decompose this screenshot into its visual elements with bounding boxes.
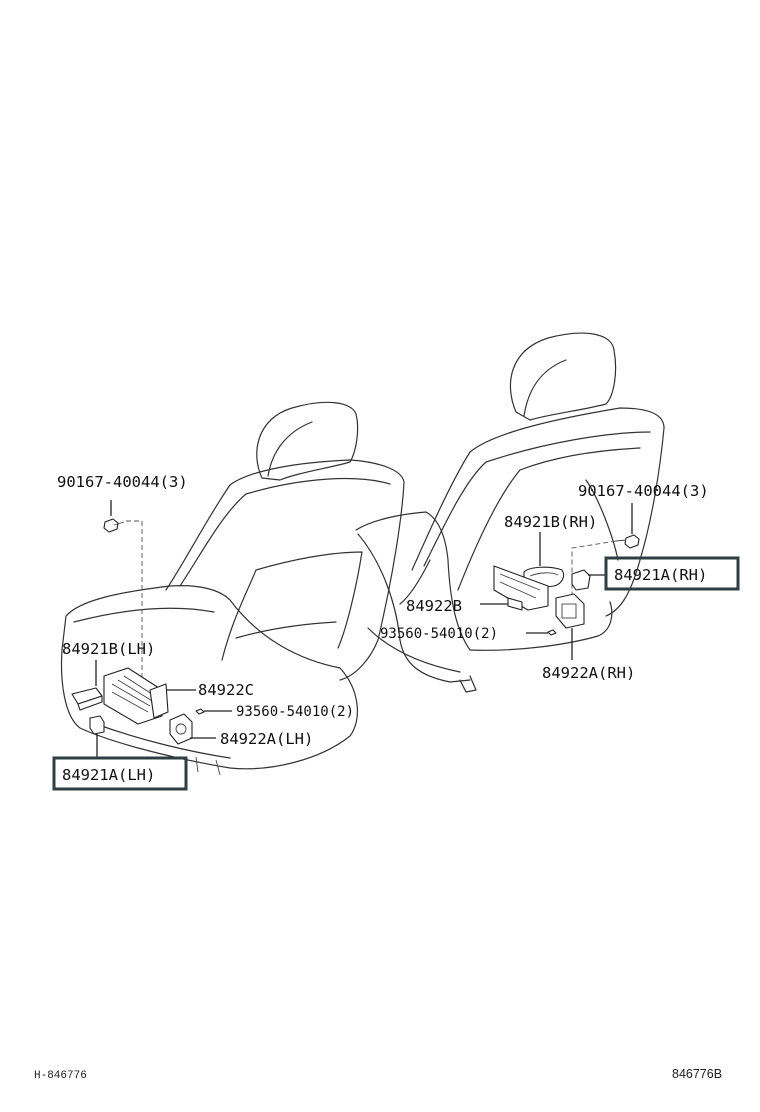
label-bolt-left[interactable]: 90167-40044(3) — [57, 473, 188, 491]
label-bracket-c[interactable]: 84922C — [198, 681, 254, 699]
left-bracket-a-icon — [169, 713, 193, 745]
left-bracket-c-icon — [103, 667, 169, 725]
left-bolt-dash-line — [126, 520, 143, 690]
left-bolt-icon — [103, 518, 125, 533]
label-bracket-a-lh[interactable]: 84922A(LH) — [220, 730, 313, 748]
label-bolt-right[interactable]: 90167-40044(3) — [578, 482, 709, 500]
left-seat-cover-b-icon — [71, 687, 103, 711]
right-cover-a-icon — [571, 569, 591, 591]
right-bracket-b-icon — [493, 565, 549, 611]
footer-left-code: H-846776 — [34, 1070, 87, 1082]
footer-right-code: 846776B — [672, 1067, 722, 1081]
label-bracket-a-rh[interactable]: 84922A(RH) — [542, 664, 635, 682]
label-cover-a-lh[interactable]: 84921A(LH) — [62, 766, 155, 784]
label-screw-left[interactable]: 93560-54010(2) — [236, 704, 354, 720]
label-bracket-b[interactable]: 84922B — [406, 597, 462, 615]
highlight-box-cover-a-lh — [52, 756, 188, 791]
right-bracket-a-icon — [555, 593, 585, 629]
label-cover-a-rh[interactable]: 84921A(RH) — [614, 566, 707, 584]
label-cover-b-rh[interactable]: 84921B(RH) — [504, 513, 597, 531]
right-bolt-icon — [615, 534, 640, 549]
highlight-box-cover-a-rh — [604, 556, 740, 591]
left-seat-outline — [60, 401, 405, 776]
right-bolt-dash-line — [571, 540, 617, 600]
left-cover-a-icon — [89, 715, 105, 735]
left-screw-icon — [195, 708, 205, 715]
right-screw-icon — [547, 629, 557, 636]
label-screw-right[interactable]: 93560-54010(2) — [380, 626, 498, 642]
right-seat-outline — [355, 332, 665, 693]
label-cover-b-lh[interactable]: 84921B(LH) — [62, 640, 155, 658]
